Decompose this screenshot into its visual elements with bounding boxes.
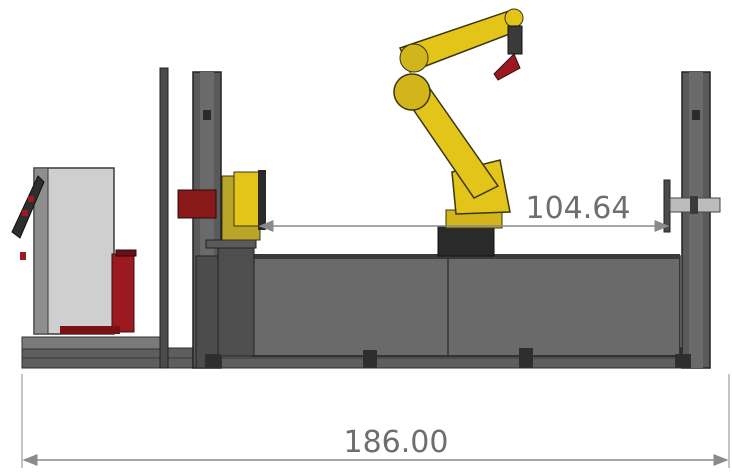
- leveling-feet: [205, 348, 691, 368]
- positioner-left: [177, 170, 266, 241]
- dimension-inner-span: 104.64: [258, 188, 670, 232]
- control-cabinet: [33, 167, 137, 335]
- robot-arm: [393, 8, 524, 257]
- tailstock-right: [663, 179, 721, 233]
- dimension-overall: 186.00: [21, 374, 730, 468]
- dimension-label-inner: 104.64: [526, 191, 631, 226]
- fence-post-left: [159, 67, 169, 369]
- support-column-right: [681, 71, 711, 369]
- support-column-left: [192, 71, 222, 369]
- teach-pendant: [11, 175, 45, 260]
- welding-table: [205, 239, 681, 357]
- dimension-label-overall: 186.00: [344, 425, 449, 460]
